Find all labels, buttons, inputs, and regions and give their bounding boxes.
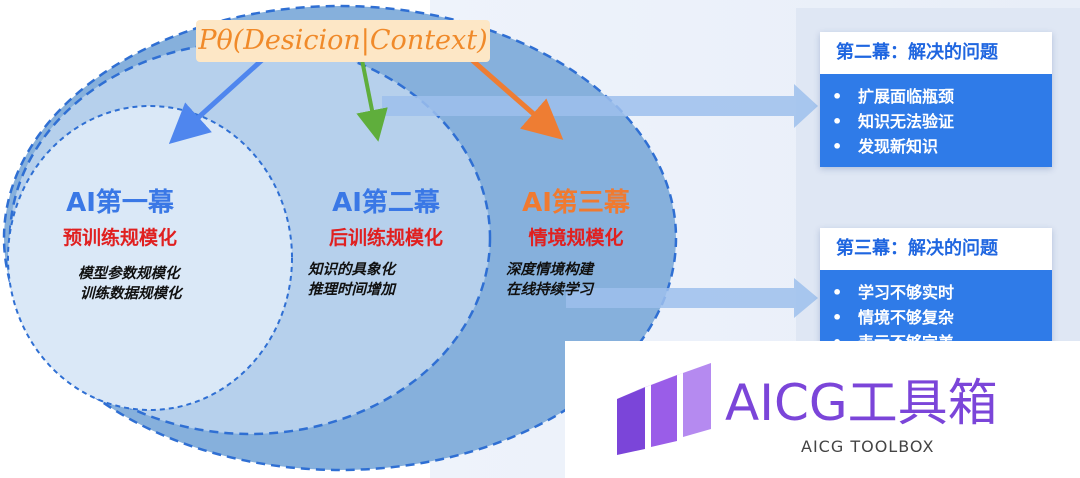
- act-1: AI第一幕 预训练规模化: [40, 182, 200, 250]
- card-item: 情境不够复杂: [832, 305, 1052, 330]
- act-1-subtitle: 预训练规模化: [62, 227, 177, 249]
- logo-title: AICG工具箱: [725, 374, 998, 432]
- act-1-note: 模型参数规模化: [78, 266, 180, 282]
- card-body: 扩展面临瓶颈 知识无法验证 发现新知识: [820, 74, 1052, 167]
- card-title: 第三幕：解决的问题: [820, 228, 1052, 270]
- arrow-to-card-2: [382, 84, 818, 128]
- card-item: 知识无法验证: [832, 109, 1052, 134]
- act-2-title: AI第二幕: [332, 188, 440, 218]
- card-item: 学习不够实时: [832, 280, 1052, 305]
- act-2: AI第二幕 后训练规模化: [306, 182, 466, 250]
- watermark-logo: AICG工具箱 AICG TOOLBOX: [565, 341, 1080, 478]
- act-3: AI第三幕 情境规模化: [496, 182, 656, 250]
- act-1-notes: 模型参数规模化 训练数据规模化: [78, 264, 182, 304]
- act-1-title: AI第一幕: [66, 188, 174, 218]
- formula-label: Pθ(Desicion|Context): [196, 20, 490, 62]
- logo-subtitle: AICG TOOLBOX: [801, 437, 935, 456]
- card-item: 扩展面临瓶颈: [832, 84, 1052, 109]
- act-3-note: 在线持续学习: [506, 282, 593, 298]
- card-item: 发现新知识: [832, 134, 1052, 159]
- act-2-notes: 知识的具象化 推理时间增加: [308, 260, 395, 300]
- arrow-orange: [470, 58, 564, 140]
- act-3-title: AI第三幕: [522, 188, 630, 218]
- logo-mark-icon: [617, 363, 711, 455]
- card-act-2-problems: 第二幕：解决的问题 扩展面临瓶颈 知识无法验证 发现新知识: [820, 32, 1052, 167]
- act-3-note: 深度情境构建: [506, 262, 593, 278]
- arrow-to-card-3: [566, 278, 818, 318]
- card-title: 第二幕：解决的问题: [820, 32, 1052, 74]
- act-1-note: 训练数据规模化: [80, 286, 182, 302]
- arrow-blue: [168, 58, 264, 145]
- act-3-notes: 深度情境构建 在线持续学习: [506, 260, 593, 300]
- act-3-subtitle: 情境规模化: [528, 227, 624, 249]
- act-2-subtitle: 后训练规模化: [328, 227, 443, 249]
- arrow-green: [356, 59, 388, 142]
- inner-ellipse: [7, 105, 293, 411]
- act-2-note: 推理时间增加: [308, 282, 395, 298]
- act-2-note: 知识的具象化: [308, 262, 395, 278]
